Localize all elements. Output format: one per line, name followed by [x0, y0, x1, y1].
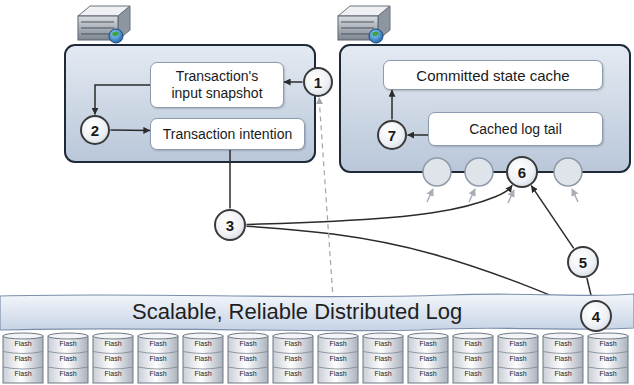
- disk-label: Flash: [228, 355, 268, 363]
- disk-label: Flash: [453, 370, 493, 378]
- callout-number: 4: [592, 308, 600, 325]
- disk-label: Flash: [318, 355, 358, 363]
- process-box: Transaction intention: [150, 118, 305, 150]
- disk-label: Flash: [138, 340, 178, 348]
- process-box: Cached log tail: [428, 112, 603, 146]
- process-box: Transaction's input snapshot: [150, 62, 284, 108]
- connector-arrow: [95, 85, 150, 115]
- callout-number: 5: [567, 246, 599, 278]
- connector-arrow: [391, 90, 393, 120]
- disk-label: Flash: [543, 340, 583, 348]
- callout-number: 6: [518, 164, 526, 181]
- callout-number: 3: [226, 217, 234, 234]
- box-label: Transaction intention: [163, 126, 292, 143]
- server-panel: [340, 45, 630, 172]
- connector-arrow: [284, 81, 303, 83]
- disk-label: Flash: [273, 355, 313, 363]
- server-icon: [78, 6, 130, 43]
- connector-arrow: [408, 134, 429, 136]
- disk-label: Flash: [498, 355, 538, 363]
- disk-label: Flash: [273, 340, 313, 348]
- disk-label: Flash: [3, 340, 43, 348]
- disk-label: Flash: [363, 340, 403, 348]
- disk-label: Flash: [498, 370, 538, 378]
- callout-number: 3: [214, 209, 246, 241]
- disk-label: Flash: [93, 370, 133, 378]
- server-panel: [65, 45, 315, 162]
- callout-number: 1: [303, 67, 333, 97]
- disk-label: Flash: [3, 355, 43, 363]
- server-icon: [338, 6, 390, 43]
- disk-label: Flash: [183, 340, 223, 348]
- disk-label: Flash: [273, 370, 313, 378]
- box-label: Cached log tail: [469, 121, 562, 138]
- disk-label: Flash: [408, 370, 448, 378]
- callout-number: 7: [388, 127, 396, 144]
- flash-disks: [3, 333, 628, 383]
- disk-label: Flash: [408, 355, 448, 363]
- disk-label: Flash: [228, 340, 268, 348]
- disk-label: Flash: [318, 370, 358, 378]
- callout-number: 6: [506, 156, 538, 188]
- disk-label: Flash: [3, 370, 43, 378]
- connector-arrow: [246, 185, 512, 224]
- disk-label: Flash: [588, 355, 628, 363]
- disk-label: Flash: [543, 355, 583, 363]
- disk-label: Flash: [138, 355, 178, 363]
- log-band: Scalable, Reliable Distributed Log 4: [0, 292, 634, 332]
- connector-arrow: [319, 97, 333, 292]
- box-label: Committed state cache: [416, 67, 569, 84]
- disk-label: Flash: [363, 355, 403, 363]
- disk-label: Flash: [453, 340, 493, 348]
- disk-label: Flash: [183, 355, 223, 363]
- disk-label: Flash: [318, 340, 358, 348]
- disk-label: Flash: [183, 370, 223, 378]
- disk-label: Flash: [228, 370, 268, 378]
- callout-number: 4: [580, 300, 612, 332]
- disk-label: Flash: [93, 355, 133, 363]
- disk-label: Flash: [498, 340, 538, 348]
- callout-number: 1: [314, 74, 322, 91]
- callout-number: 2: [91, 122, 99, 139]
- process-box: Committed state cache: [383, 60, 603, 90]
- box-label: Transaction's input snapshot: [159, 68, 275, 102]
- disk-label: Flash: [93, 340, 133, 348]
- disk-label: Flash: [453, 355, 493, 363]
- callout-number: 5: [579, 254, 587, 271]
- replica-circles: [423, 158, 582, 203]
- disk-label: Flash: [48, 370, 88, 378]
- disk-label: Flash: [543, 370, 583, 378]
- band-label: Scalable, Reliable Distributed Log: [132, 299, 462, 325]
- disk-label: Flash: [363, 370, 403, 378]
- disk-label: Flash: [588, 370, 628, 378]
- callout-number: 2: [80, 115, 110, 145]
- connector-arrow: [111, 129, 151, 131]
- disk-label: Flash: [48, 355, 88, 363]
- connector-arrow: [229, 150, 231, 209]
- disk-label: Flash: [48, 340, 88, 348]
- disk-label: Flash: [138, 370, 178, 378]
- disk-label: Flash: [408, 340, 448, 348]
- connector-arrow: [531, 186, 573, 249]
- callout-number: 7: [377, 120, 407, 150]
- disk-label: Flash: [588, 340, 628, 348]
